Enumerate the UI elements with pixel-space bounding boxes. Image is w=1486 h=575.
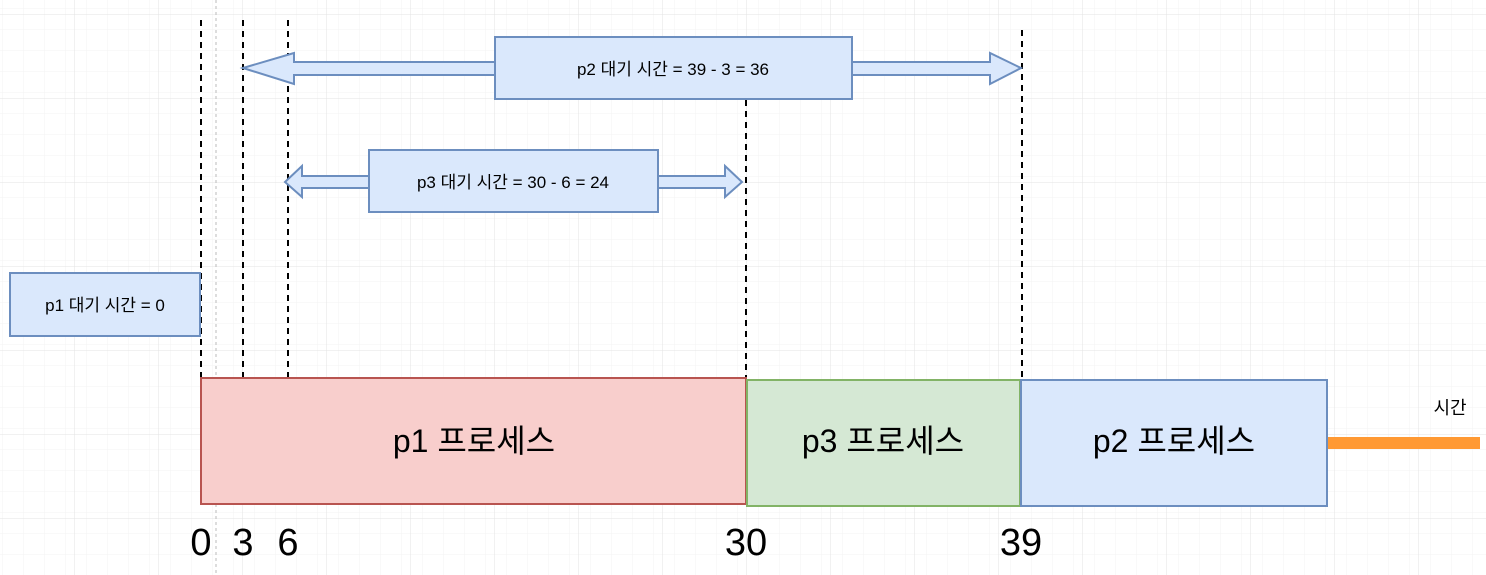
p3-wait-label: p3 대기 시간 = 30 - 6 = 24 <box>417 173 609 192</box>
tick-label: 3 <box>232 522 253 564</box>
p2-wait-box[interactable] <box>494 36 853 100</box>
p1-process-block[interactable] <box>200 377 747 505</box>
tick-label: 39 <box>1000 522 1042 564</box>
p3-process-block[interactable] <box>746 379 1021 507</box>
time-axis-label: 시간 <box>1433 398 1466 418</box>
tick-label: 6 <box>277 522 298 564</box>
p1-process-label: p1 프로세스 <box>393 423 555 459</box>
time-axis-line <box>1328 437 1480 449</box>
p3-wait-box[interactable] <box>368 149 659 213</box>
p2-process-block[interactable] <box>1020 379 1328 507</box>
tick-label: 30 <box>725 522 767 564</box>
p2-wait-label: p2 대기 시간 = 39 - 3 = 36 <box>577 60 769 79</box>
p3-process-label: p3 프로세스 <box>802 423 964 459</box>
p2-process-label: p2 프로세스 <box>1093 423 1255 459</box>
tick-label: 0 <box>190 522 211 564</box>
p1-wait-label: p1 대기 시간 = 0 <box>45 296 165 315</box>
p2-wait-arrow <box>239 36 1024 100</box>
p1-wait-box[interactable] <box>9 272 201 337</box>
p3-wait-arrow <box>283 149 744 213</box>
